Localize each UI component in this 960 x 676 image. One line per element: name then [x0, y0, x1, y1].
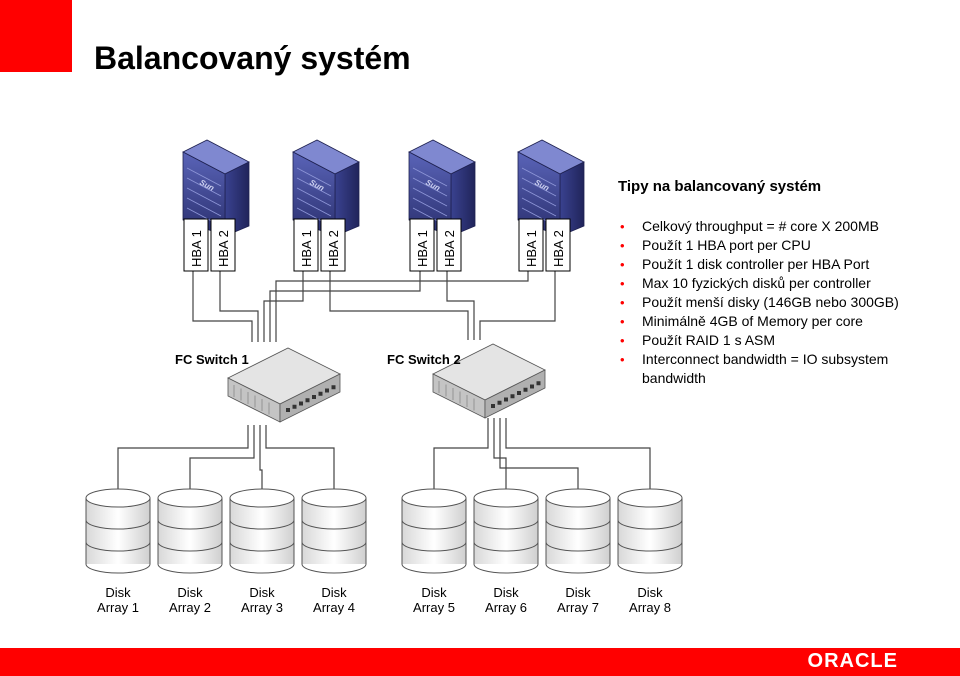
server-4-hba-1-label: HBA 1: [524, 230, 539, 267]
server-1-hba-1-label: HBA 1: [189, 230, 204, 267]
tip-text: Použít 1 disk controller per HBA Port: [642, 256, 870, 272]
server-1-hba-1: [183, 218, 209, 272]
disk-array-7-label-line2: Array 7: [557, 600, 599, 615]
server-3-hba-2-label: HBA 2: [442, 230, 457, 267]
bullet-icon: •: [620, 276, 625, 291]
bullet-icon: •: [620, 295, 625, 310]
disk-array-6-label-line2: Array 6: [485, 600, 527, 615]
tip-text: Použít 1 HBA port per CPU: [642, 237, 811, 253]
tip-item: • Použít 1 disk controller per HBA Port: [618, 255, 948, 274]
server-3-hba-1-label: HBA 1: [415, 230, 430, 267]
disk-array-2-label-line1: Disk: [177, 585, 203, 600]
fc-cable-10: [189, 425, 255, 490]
fc-cable-5: [269, 271, 421, 342]
bullet-icon: •: [620, 333, 625, 348]
fc-switch-1: FC Switch 1: [175, 347, 341, 423]
fc-switch-2-label: FC Switch 2: [387, 352, 461, 367]
server-1-hba-2: [210, 218, 236, 272]
fc-cable-2: [219, 271, 259, 342]
bullet-icon: •: [620, 238, 625, 253]
slide-title: Balancovaný systém: [94, 40, 411, 76]
disk-array-5-label-line1: Disk: [421, 585, 447, 600]
fc-cable-16: [505, 418, 651, 490]
oracle-logo: ORACLE: [807, 650, 898, 672]
red-corner-square: [0, 0, 72, 72]
tip-text: Interconnect bandwidth = IO subsystem ba…: [642, 351, 889, 386]
fc-switch-1-label: FC Switch 1: [175, 352, 249, 367]
fc-cable-11: [259, 425, 263, 490]
bullet-icon: •: [620, 257, 625, 272]
tip-text: Minimálně 4GB of Memory per core: [642, 313, 863, 329]
server-2-hba-2: [320, 218, 346, 272]
server-3-hba-2: [436, 218, 462, 272]
disk-array-3-label-line1: Disk: [249, 585, 275, 600]
disk-array-3-label-line2: Array 3: [241, 600, 283, 615]
bullet-icon: •: [620, 314, 625, 329]
disk-array-5-label-line2: Array 5: [413, 600, 455, 615]
tip-item: • Použít menší disky (146GB nebo 300GB): [618, 293, 948, 312]
tip-text: Použít RAID 1 s ASM: [642, 332, 776, 348]
server-2-hba-2-label: HBA 2: [326, 230, 341, 267]
footer-bar: ORACLE: [0, 648, 960, 676]
tip-item: • Minimálně 4GB of Memory per core: [618, 312, 948, 331]
disk-array-4-label-line2: Array 4: [313, 600, 355, 615]
fc-cable-12: [265, 425, 335, 490]
fc-cabling: [117, 271, 651, 490]
disk-array-2-label-line2: Array 2: [169, 600, 211, 615]
disk-array-4-label-line1: Disk: [321, 585, 347, 600]
tip-item: • Použít 1 HBA port per CPU: [618, 236, 948, 255]
server-4-hba-1: [518, 218, 544, 272]
disk-array-7-label-line1: Disk: [565, 585, 591, 600]
server-2-hba-1: [293, 218, 319, 272]
bullet-icon: •: [620, 352, 625, 367]
fc-cable-9: [117, 425, 249, 490]
fc-switch-2: FC Switch 2: [387, 343, 546, 419]
disk-array-1-label-line2: Array 1: [97, 600, 139, 615]
tip-text: Max 10 fyzických disků per controller: [642, 275, 871, 291]
tip-item: • Max 10 fyzických disků per controller: [618, 274, 948, 293]
tip-text: Použít menší disky (146GB nebo 300GB): [642, 294, 899, 310]
server-1-hba-2-label: HBA 2: [216, 230, 231, 267]
fc-cable-6: [446, 271, 475, 340]
bullet-icon: •: [620, 219, 625, 234]
disk-array-1-label-line1: Disk: [105, 585, 131, 600]
disk-array-8-label-line2: Array 8: [629, 600, 671, 615]
disk-array-8-label-line1: Disk: [637, 585, 663, 600]
tip-item: • Celkový throughput = # core X 200MB: [618, 217, 948, 236]
fc-cable-1: [192, 271, 253, 342]
disk-array-6-label-line1: Disk: [493, 585, 519, 600]
fc-cable-8: [479, 271, 556, 340]
tips-panel: Tipy na balancovaný systém • Celkový thro…: [618, 178, 948, 388]
server-2-hba-1-label: HBA 1: [299, 230, 314, 267]
tips-heading: Tipy na balancovaný systém: [618, 178, 822, 195]
tip-item: • Interconnect bandwidth = IO subsystem b…: [618, 350, 948, 388]
server-4-hba-2-label: HBA 2: [551, 230, 566, 267]
fc-cable-13: [433, 418, 489, 490]
fc-cable-3: [263, 271, 304, 342]
server-3-hba-1: [409, 218, 435, 272]
fc-cable-15: [499, 418, 579, 490]
fc-cable-7: [275, 271, 529, 342]
tip-text: Celkový throughput = # core X 200MB: [642, 218, 879, 234]
tips-list: • Celkový throughput = # core X 200MB • Pou…: [618, 217, 948, 388]
server-4-hba-2: [545, 218, 571, 272]
tip-item: • Použít RAID 1 s ASM: [618, 331, 948, 350]
